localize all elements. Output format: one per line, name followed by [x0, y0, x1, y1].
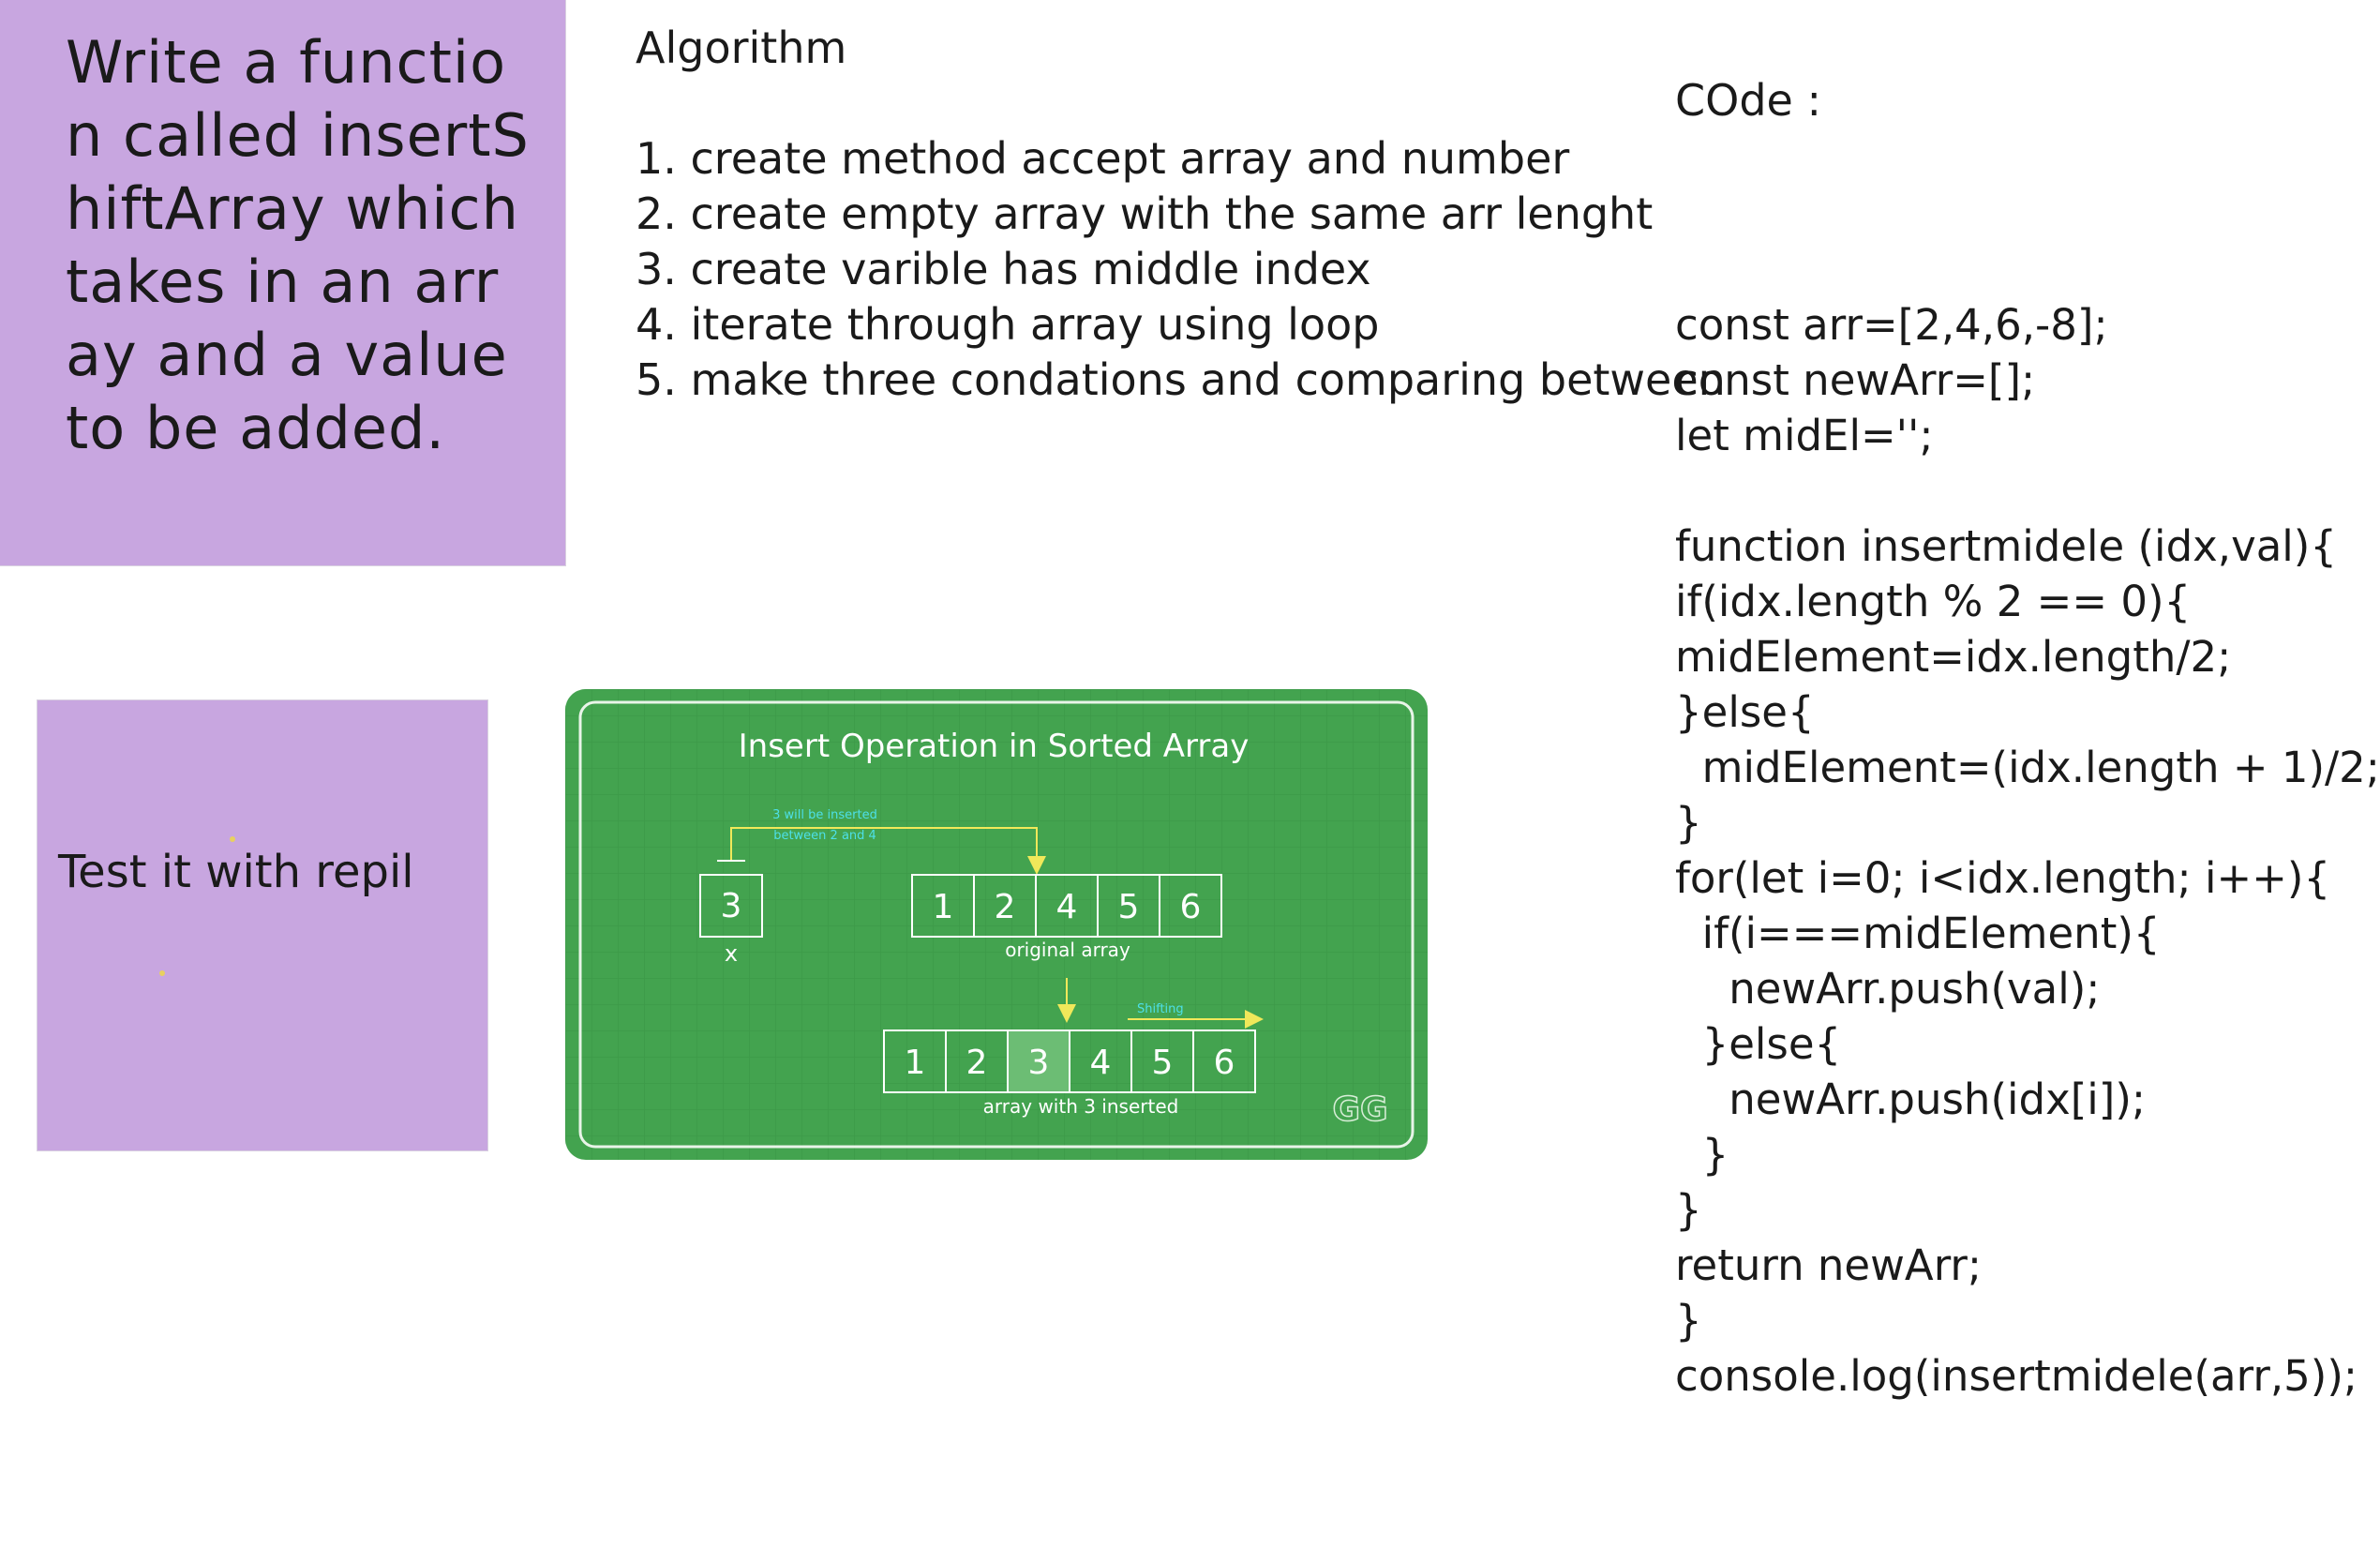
array-cell-value: 2 [966, 1044, 988, 1082]
code-line: let midEl=''; [1675, 411, 1934, 460]
array-cell [1007, 1029, 1070, 1093]
insert-note-line2: between 2 and 4 [773, 829, 876, 843]
insert-label: x [725, 940, 738, 967]
prompt-text: Write a function called insertShiftArray… [66, 28, 530, 462]
array-cell-value: 5 [1152, 1044, 1174, 1082]
code-line: } [1675, 1185, 1702, 1235]
ink-dot [230, 836, 235, 842]
code-block: const arr=[2,4,6,-8];const newArr=[]; let… [1675, 297, 2380, 1404]
algorithm-title: Algorithm [636, 23, 847, 73]
array-cell-value: 6 [1180, 888, 1202, 926]
insert-value-box [699, 874, 763, 938]
code-label: COde : [1675, 75, 1821, 126]
algorithm-step: 2. create empty array with the same arr … [636, 188, 1654, 239]
algorithm-step: 1. create method accept array and number [636, 133, 1570, 184]
array-cell-value: 1 [905, 1044, 926, 1082]
code-line [1675, 463, 2380, 518]
insert-arrow [730, 827, 1046, 875]
code-line: if(i===midElement){ [1675, 909, 2161, 958]
diagram-frame [578, 700, 1415, 1149]
test-sticky-note: Test it with repil [37, 700, 487, 1150]
code-line: midElement=idx.length/2; [1675, 632, 2232, 682]
prompt-sticky-note: Write a function called insertShiftArray… [0, 0, 565, 565]
array-cell-value: 1 [933, 888, 954, 926]
diagram-title: Insert Operation in Sorted Array [739, 728, 1250, 765]
algorithm-step: 5. make three condations and comparing b… [636, 354, 1726, 405]
code-line: console.log(insertmidele(arr,5)); [1675, 1351, 2358, 1401]
array-cell-value: 5 [1118, 888, 1140, 926]
result-array-label: array with 3 inserted [983, 1095, 1179, 1118]
insert-operation-diagram: Insert Operation in Sorted Array 3 x 3 w… [565, 689, 1428, 1160]
array-cell-value: 4 [1056, 888, 1078, 926]
code-line: midElement=(idx.length + 1)/2; [1675, 743, 2380, 792]
code-line: newArr.push(val); [1675, 964, 2101, 1014]
array-cell-value: 6 [1214, 1044, 1235, 1082]
ink-dot [159, 970, 165, 976]
code-line: } [1675, 1130, 1729, 1180]
code-line: }else{ [1675, 1019, 1842, 1069]
array-cell [1192, 1029, 1256, 1093]
logo: GG [1332, 1090, 1387, 1129]
code-line: } [1675, 1296, 1702, 1345]
array-cell-value: 2 [995, 888, 1016, 926]
algorithm-section: Algorithm 1. create method accept array … [636, 21, 1726, 408]
code-line: newArr.push(idx[i]); [1675, 1075, 2147, 1124]
shifting-label: Shifting [1137, 1002, 1184, 1016]
algorithm-step: 3. create varible has middle index [636, 244, 1371, 294]
code-line: for(let i=0; i<idx.length; i++){ [1675, 853, 2331, 903]
insert-note-line1: 3 will be inserted [772, 808, 877, 822]
code-line: } [1675, 798, 1702, 848]
code-line: }else{ [1675, 687, 1815, 737]
insert-value: 3 [721, 887, 742, 925]
array-cell-value: 3 [1028, 1044, 1050, 1082]
original-array: 1 2 4 5 6 [911, 874, 1222, 938]
algorithm-step: 4. iterate through array using loop [636, 299, 1380, 350]
code-line: function insertmidele (idx,val){ [1675, 521, 2337, 571]
code-line: const arr=[2,4,6,-8]; [1675, 300, 2108, 350]
original-array-label: original array [1005, 939, 1130, 961]
result-array: 1 2 3 4 5 6 [883, 1029, 1256, 1093]
code-line: return newArr; [1675, 1240, 1983, 1290]
test-text: Test it with repil [58, 846, 414, 898]
array-cell [1159, 874, 1222, 938]
array-cell-value: 4 [1090, 1044, 1112, 1082]
code-line: if(idx.length % 2 == 0){ [1675, 577, 2192, 626]
code-line: const newArr=[]; [1675, 355, 2036, 405]
